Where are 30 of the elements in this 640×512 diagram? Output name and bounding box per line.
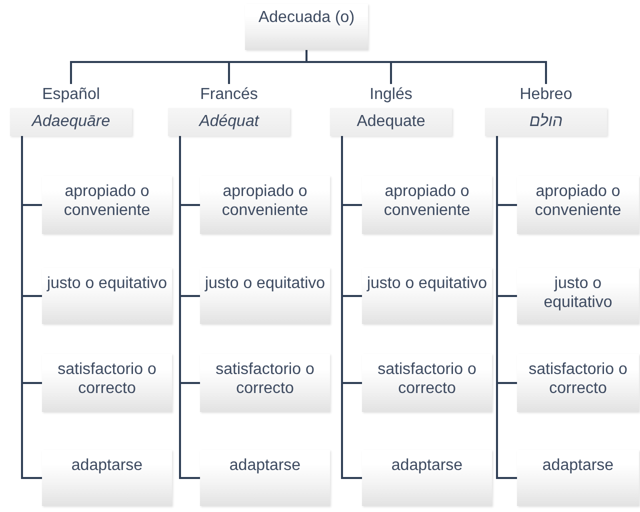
connector-line xyxy=(496,136,517,479)
meaning-box: adaptarse xyxy=(517,450,639,506)
connector-line xyxy=(21,136,42,479)
root-box: Adecuada (o) xyxy=(245,4,368,50)
meaning-box: satisfactorio o correcto xyxy=(362,354,492,412)
language-heading: Hebreo xyxy=(518,85,574,105)
meaning-box: adaptarse xyxy=(362,450,492,506)
term-box: Adaequāre xyxy=(10,108,132,136)
meaning-box: satisfactorio o correcto xyxy=(517,354,639,412)
language-heading: Inglés xyxy=(368,85,414,105)
connector-line xyxy=(341,136,362,479)
meaning-box: adaptarse xyxy=(200,450,330,506)
connector-line xyxy=(179,136,200,479)
meaning-box: apropiado o conveniente xyxy=(42,176,172,234)
meaning-box: apropiado o conveniente xyxy=(200,176,330,234)
meaning-box: justo o equitativo xyxy=(362,268,492,324)
language-heading: Francés xyxy=(199,85,259,105)
meaning-box: justo o equitativo xyxy=(517,268,639,324)
term-box: Adequate xyxy=(330,108,452,136)
language-heading: Español xyxy=(41,85,101,105)
meaning-box: apropiado o conveniente xyxy=(517,176,639,234)
meaning-box: apropiado o conveniente xyxy=(362,176,492,234)
term-box: הולם xyxy=(485,108,607,136)
meaning-box: justo o equitativo xyxy=(200,268,330,324)
connector-line xyxy=(306,50,547,84)
term-box: Adéquat xyxy=(168,108,290,136)
meaning-box: satisfactorio o correcto xyxy=(200,354,330,412)
meaning-box: justo o equitativo xyxy=(42,268,172,324)
meaning-box: satisfactorio o correcto xyxy=(42,354,172,412)
meaning-box: adaptarse xyxy=(42,450,172,506)
